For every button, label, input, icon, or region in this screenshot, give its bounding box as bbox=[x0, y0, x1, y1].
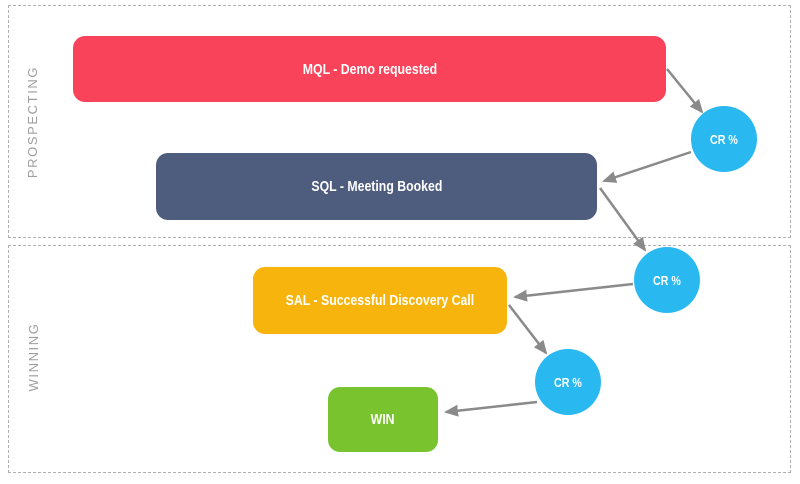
conversion-rate-label: CR % bbox=[554, 374, 582, 390]
stage-mql-demo-requested: MQL - Demo requested bbox=[73, 36, 666, 102]
stage-label: MQL - Demo requested bbox=[302, 60, 437, 78]
conversion-rate-label: CR % bbox=[710, 131, 738, 147]
conversion-rate-node-2: CR % bbox=[634, 247, 700, 313]
conversion-rate-label: CR % bbox=[653, 272, 681, 288]
stage-sal-discovery-call: SAL - Successful Discovery Call bbox=[253, 267, 507, 334]
stage-label: SAL - Successful Discovery Call bbox=[285, 292, 475, 309]
stage-sql-meeting-booked: SQL - Meeting Booked bbox=[156, 153, 597, 220]
stage-win: WIN bbox=[328, 387, 438, 452]
section-label-winning: WINNING bbox=[26, 322, 41, 392]
stage-label: WIN bbox=[371, 411, 395, 428]
section-label-prospecting: PROSPECTING bbox=[25, 65, 40, 179]
stage-label: SQL - Meeting Booked bbox=[311, 178, 442, 195]
conversion-rate-node-3: CR % bbox=[535, 349, 601, 415]
conversion-rate-node-1: CR % bbox=[691, 106, 757, 172]
